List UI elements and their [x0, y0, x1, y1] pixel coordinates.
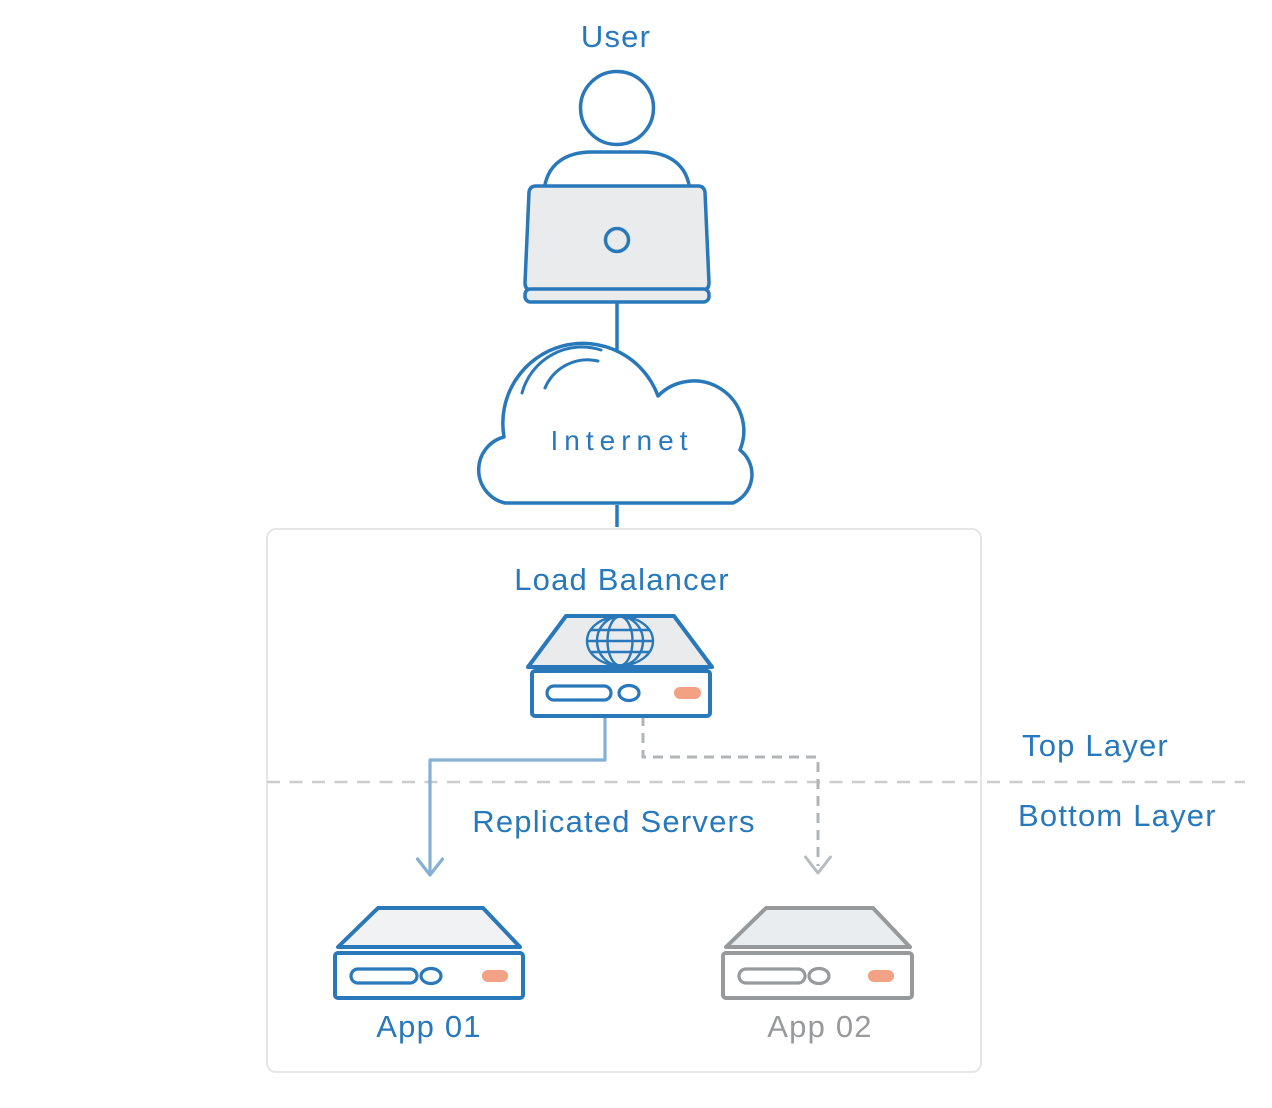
server-led-icon [674, 687, 701, 699]
cloud-shine-icon [520, 345, 603, 395]
cloud-shine-icon [543, 358, 600, 390]
layers-panel [266, 528, 982, 1073]
user-label: User [580, 19, 652, 54]
internet-cloud-icon [476, 341, 754, 505]
app01-label: App 01 [376, 1009, 482, 1044]
server-icon-app02 [721, 906, 914, 1000]
load-balancer-label: Load Balancer [514, 562, 730, 597]
server-port-icon [807, 966, 831, 986]
server-port-icon [419, 966, 443, 986]
arrow-down-icon [415, 857, 445, 877]
app02-label: App 02 [767, 1009, 873, 1044]
arrow-down-icon [804, 855, 832, 875]
server-slot-icon [545, 684, 613, 702]
user-shoulders-icon [542, 150, 692, 194]
top-layer-label: Top Layer [1022, 728, 1169, 763]
server-slot-icon [737, 967, 807, 985]
server-icon-app01 [333, 906, 525, 1000]
server-led-icon [868, 970, 894, 982]
internet-label: Internet [550, 425, 694, 456]
server-port-icon [617, 683, 641, 703]
globe-icon [585, 615, 655, 667]
server-slot-icon [349, 967, 419, 985]
laptop-icon [523, 184, 711, 304]
replicated-servers-label: Replicated Servers [472, 804, 756, 839]
user-icon [523, 69, 711, 304]
edge-loadbalancer-app02 [641, 716, 832, 875]
load-balancer-icon [526, 614, 714, 718]
user-head-icon [578, 69, 656, 147]
edge-loadbalancer-app01 [415, 714, 607, 877]
bottom-layer-label: Bottom Layer [1018, 798, 1217, 833]
server-led-icon [482, 970, 508, 982]
